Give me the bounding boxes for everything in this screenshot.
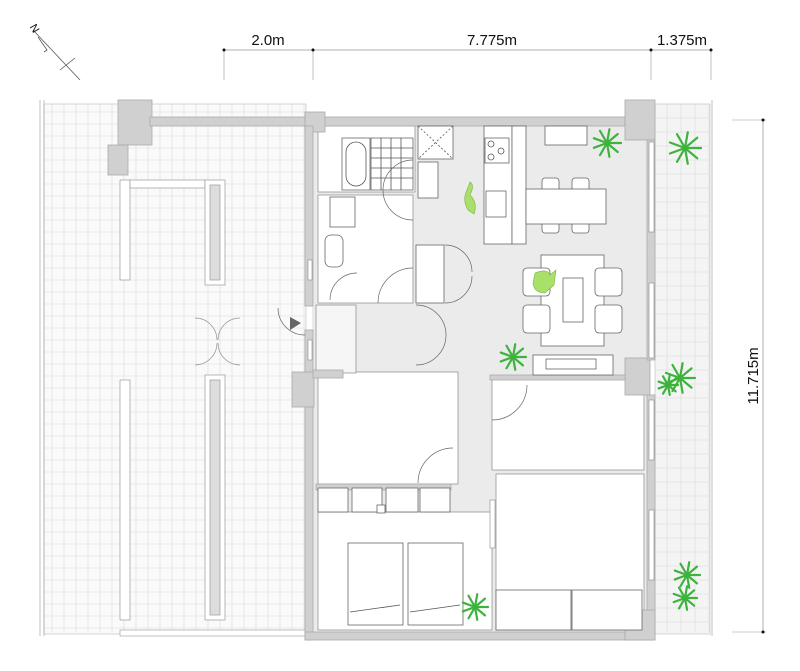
dimension-label: 1.375m bbox=[657, 32, 707, 49]
refrigerator bbox=[415, 244, 445, 304]
dimension-label: 2.0m bbox=[251, 32, 284, 49]
bathtub bbox=[341, 137, 371, 191]
bedroom-1 bbox=[317, 371, 459, 485]
north-arrow-icon: N bbox=[27, 22, 81, 81]
bedroom-1-lower bbox=[317, 511, 493, 631]
toilet bbox=[324, 234, 344, 268]
right-dimension: 11.715m bbox=[732, 118, 766, 634]
plant-icons bbox=[461, 128, 703, 621]
sink bbox=[329, 196, 356, 228]
stove bbox=[484, 137, 510, 164]
entrance bbox=[315, 304, 357, 374]
plant-icon bbox=[499, 343, 528, 371]
dimension-label: 7.775m bbox=[467, 32, 517, 49]
dimension-label: 11.715m bbox=[745, 347, 762, 404]
north-label: N bbox=[27, 22, 41, 35]
top-dimension: 2.0m 7.775m 1.375m bbox=[222, 32, 713, 80]
plant-icon bbox=[664, 362, 697, 394]
person-icon bbox=[464, 181, 557, 294]
kitchen-sink bbox=[485, 190, 507, 218]
plant-icon bbox=[592, 128, 623, 158]
doors bbox=[277, 159, 528, 484]
shower-area bbox=[370, 137, 414, 191]
bedroom-2 bbox=[491, 376, 645, 471]
kitchen bbox=[415, 125, 588, 304]
plant-icon bbox=[657, 374, 680, 396]
plant-icon bbox=[673, 561, 702, 589]
dining-table bbox=[525, 177, 607, 234]
plant-icon bbox=[668, 131, 703, 165]
windows bbox=[307, 141, 655, 581]
plant-icon bbox=[461, 593, 490, 621]
closet bbox=[317, 487, 451, 514]
entrance-arrow-icon bbox=[290, 317, 301, 330]
beds bbox=[347, 542, 643, 631]
terrace-left bbox=[43, 103, 307, 635]
planter bbox=[119, 179, 241, 621]
plant-icon bbox=[672, 585, 699, 611]
